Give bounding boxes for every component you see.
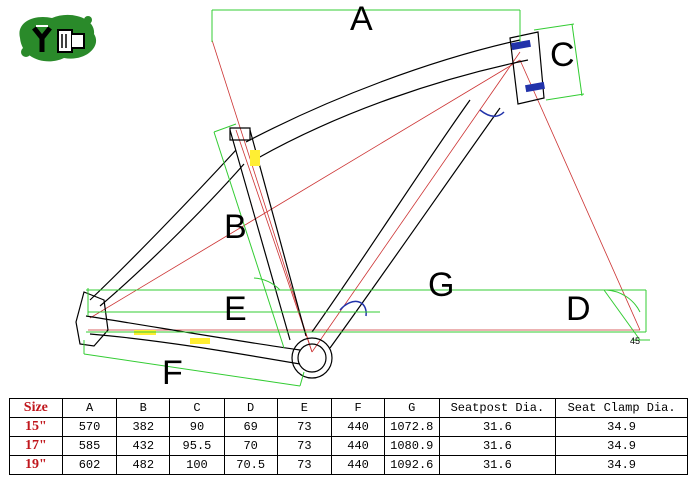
cell: 34.9	[555, 455, 688, 475]
frame-geometry-drawing: A C B G E D F 45	[75, 0, 650, 392]
angle-label: 45	[630, 336, 640, 346]
cell: 1080.9	[383, 436, 440, 456]
label-g: G	[428, 266, 454, 304]
cell: 100	[169, 455, 225, 475]
table-row: 17" 585 432 95.5 70 73 440 1080.9 31.6 3…	[9, 436, 688, 456]
table-row: 19" 602 482 100 70.5 73 440 1092.6 31.6 …	[9, 455, 688, 475]
cell: 70	[223, 436, 278, 456]
cell: 440	[331, 417, 385, 437]
cell: 382	[116, 417, 171, 437]
cell: 440	[331, 455, 385, 475]
frame-outline	[75, 31, 545, 379]
frame-size-table: Size A B C D E F G Seatpost Dia. Seat Cl…	[9, 398, 688, 475]
header-e: E	[276, 398, 333, 418]
label-a: A	[350, 0, 373, 38]
label-e: E	[224, 290, 247, 328]
cell: 1092.6	[383, 455, 440, 475]
header-size: Size	[9, 398, 63, 418]
table-row: 15" 570 382 90 69 73 440 1072.8 31.6 34.…	[9, 417, 688, 437]
cell: 90	[169, 417, 225, 437]
dimension-lines	[83, 9, 650, 387]
cell: 95.5	[169, 436, 225, 456]
header-g: G	[383, 398, 440, 418]
cell: 432	[116, 436, 171, 456]
header-seatpost: Seatpost Dia.	[438, 398, 557, 418]
header-d: D	[223, 398, 278, 418]
header-b: B	[116, 398, 171, 418]
headset-highlights	[511, 39, 545, 93]
header-a: A	[61, 398, 118, 418]
cell: 31.6	[438, 436, 557, 456]
cell: 31.6	[438, 417, 557, 437]
cell: 73	[276, 436, 333, 456]
cell: 31.6	[438, 455, 557, 475]
label-d: D	[566, 290, 591, 328]
cell: 1072.8	[383, 417, 440, 437]
label-c: C	[550, 36, 575, 74]
cell-size: 19"	[9, 455, 63, 475]
header-f: F	[331, 398, 385, 418]
leaf-logo-icon	[19, 14, 97, 62]
cell: 73	[276, 417, 333, 437]
header-seat-clamp: Seat Clamp Dia.	[555, 398, 688, 418]
cell: 440	[331, 436, 385, 456]
label-f: F	[162, 354, 183, 392]
header-c: C	[169, 398, 225, 418]
cell: 69	[223, 417, 278, 437]
label-b: B	[224, 208, 247, 246]
cell: 570	[61, 417, 118, 437]
cell: 73	[276, 455, 333, 475]
cell: 482	[116, 455, 171, 475]
cell-size: 15"	[9, 417, 63, 437]
table-header-row: Size A B C D E F G Seatpost Dia. Seat Cl…	[9, 398, 688, 418]
cell: 34.9	[555, 417, 688, 437]
center-lines	[88, 39, 641, 353]
cell: 70.5	[223, 455, 278, 475]
cell: 585	[61, 436, 118, 456]
cell: 602	[61, 455, 118, 475]
cell-size: 17"	[9, 436, 63, 456]
cell: 34.9	[555, 436, 688, 456]
